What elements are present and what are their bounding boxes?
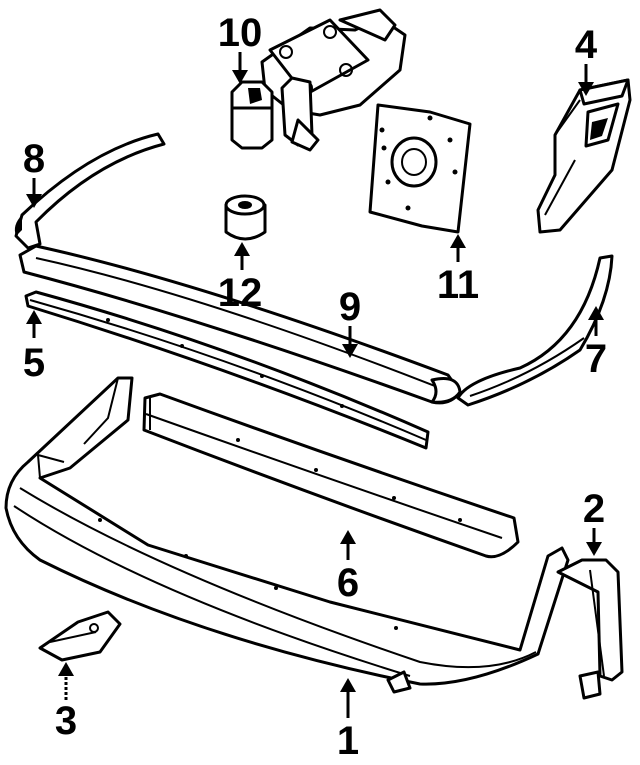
- callout-2: 2: [583, 487, 605, 531]
- callout-10: 10: [218, 11, 263, 55]
- part-3-lower-bracket: [38, 610, 122, 662]
- part-2-support-bracket: [556, 558, 624, 700]
- callout-8: 8: [23, 137, 45, 181]
- callout-1: 1: [337, 719, 359, 763]
- part-12-cushion: [224, 194, 267, 241]
- callout-4: 4: [575, 23, 598, 67]
- part-11-mounting-plate: [368, 103, 472, 234]
- part-1-bumper-cover: [4, 376, 570, 694]
- callout-5: 5: [23, 341, 45, 385]
- callout-9: 9: [339, 285, 361, 329]
- callout-7: 7: [585, 337, 607, 381]
- callout-12: 12: [218, 271, 263, 315]
- callout-3: 3: [55, 699, 77, 743]
- part-10-energy-absorber: [230, 8, 407, 152]
- part-7-right-molding: [456, 254, 614, 407]
- leader-lines: [26, 52, 604, 718]
- part-5-lower-strip: [24, 290, 430, 450]
- part-9-impact-strip: [18, 244, 462, 405]
- callout-6: 6: [337, 561, 359, 605]
- callout-11: 11: [437, 263, 479, 307]
- part-6-reinforcement: [142, 392, 520, 559]
- part-8-left-molding: [14, 132, 166, 250]
- callout-labels: 10 4 8 12 11 9 5 7 6 2 3 1: [23, 11, 607, 763]
- part-4-bracket: [536, 78, 632, 234]
